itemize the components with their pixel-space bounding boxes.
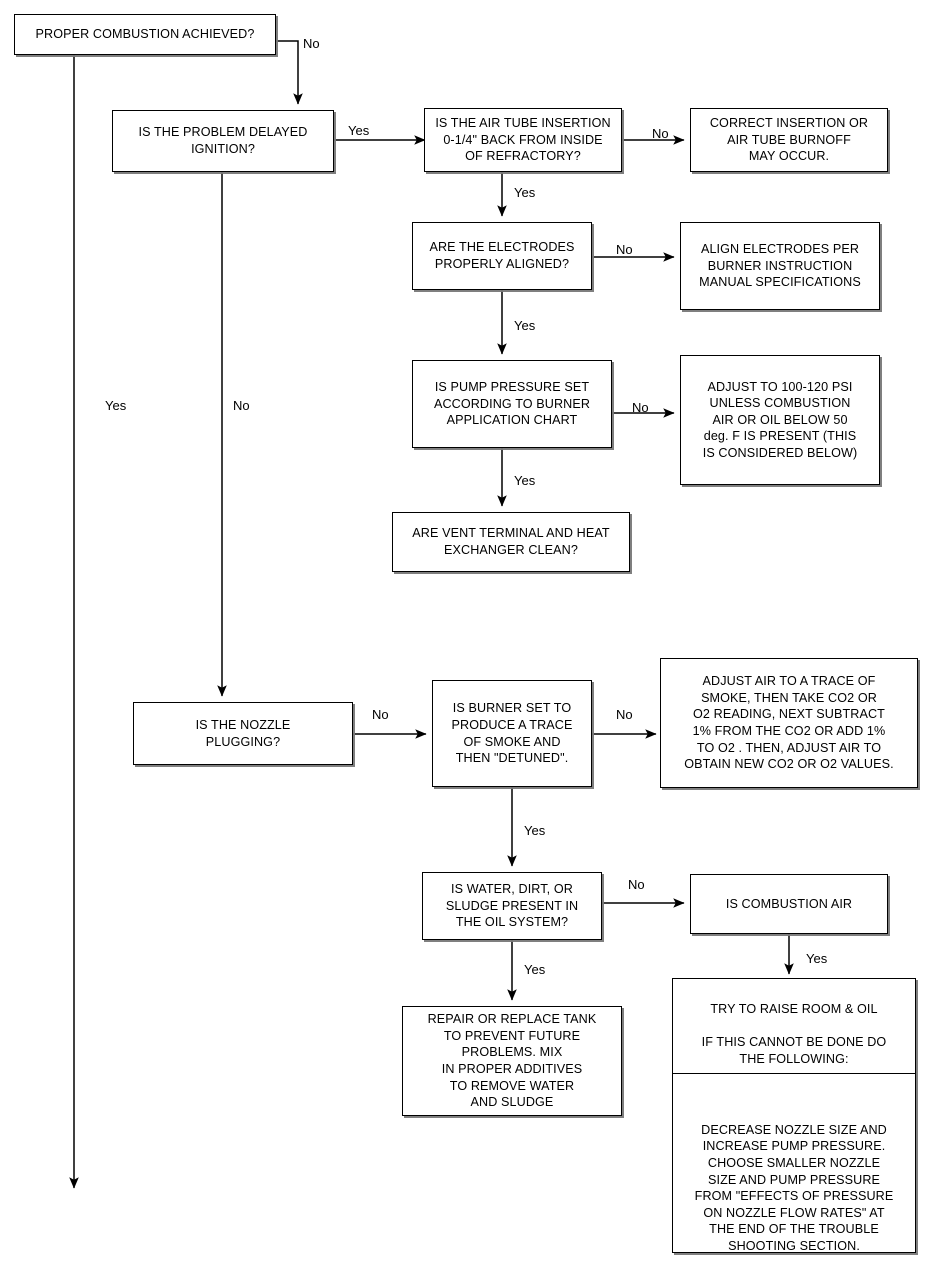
edge-label-combustion-no: No — [303, 36, 320, 51]
node-vent-terminal[interactable]: ARE VENT TERMINAL AND HEAT EXCHANGER CLE… — [392, 512, 630, 572]
node-raise-room-oil-top: TRY TO RAISE ROOM & OIL IF THIS CANNOT B… — [673, 996, 915, 1074]
edge-label-water-no: No — [628, 877, 645, 892]
node-nozzle-plugging[interactable]: IS THE NOZZLE PLUGGING? — [133, 702, 353, 765]
edge-label-electrodes-no: No — [616, 242, 633, 257]
node-align-electrodes[interactable]: ALIGN ELECTRODES PER BURNER INSTRUCTION … — [680, 222, 880, 310]
node-electrodes-aligned[interactable]: ARE THE ELECTRODES PROPERLY ALIGNED? — [412, 222, 592, 290]
node-delayed-ignition[interactable]: IS THE PROBLEM DELAYED IGNITION? — [112, 110, 334, 172]
node-raise-room-oil[interactable]: TRY TO RAISE ROOM & OIL IF THIS CANNOT B… — [672, 978, 916, 1253]
edge-label-airtube-yes: Yes — [514, 185, 536, 200]
edge-label-combustion-yes: Yes — [105, 398, 127, 413]
node-burner-trace-smoke[interactable]: IS BURNER SET TO PRODUCE A TRACE OF SMOK… — [432, 680, 592, 787]
edge-label-nozzle-no: No — [372, 707, 389, 722]
edge-label-combustion-air-yes: Yes — [806, 951, 828, 966]
node-raise-room-oil-bottom: DECREASE NOZZLE SIZE AND INCREASE PUMP P… — [694, 1122, 894, 1253]
edge-label-burner-no: No — [616, 707, 633, 722]
edge-label-electrodes-yes: Yes — [514, 318, 536, 333]
node-adjust-air-trace[interactable]: ADJUST AIR TO A TRACE OF SMOKE, THEN TAK… — [660, 658, 918, 788]
edge-label-burner-yes: Yes — [524, 823, 546, 838]
node-repair-tank[interactable]: REPAIR OR REPLACE TANK TO PREVENT FUTURE… — [402, 1006, 622, 1116]
node-adjust-psi[interactable]: ADJUST TO 100-120 PSI UNLESS COMBUSTION … — [680, 355, 880, 485]
edge-label-delayed-no: No — [233, 398, 250, 413]
edge-label-pump-yes: Yes — [514, 473, 536, 488]
node-air-tube-insertion[interactable]: IS THE AIR TUBE INSERTION 0-1/4" BACK FR… — [424, 108, 622, 172]
node-water-dirt-sludge[interactable]: IS WATER, DIRT, OR SLUDGE PRESENT IN THE… — [422, 872, 602, 940]
edge-label-water-yes: Yes — [524, 962, 546, 977]
edge-label-delayed-yes: Yes — [348, 123, 370, 138]
node-proper-combustion[interactable]: PROPER COMBUSTION ACHIEVED? — [14, 14, 276, 55]
node-combustion-air[interactable]: IS COMBUSTION AIR — [690, 874, 888, 934]
node-pump-pressure[interactable]: IS PUMP PRESSURE SET ACCORDING TO BURNER… — [412, 360, 612, 448]
node-correct-insertion[interactable]: CORRECT INSERTION OR AIR TUBE BURNOFF MA… — [690, 108, 888, 172]
edge-label-pump-no: No — [632, 400, 649, 415]
edge-label-airtube-no: No — [652, 126, 669, 141]
